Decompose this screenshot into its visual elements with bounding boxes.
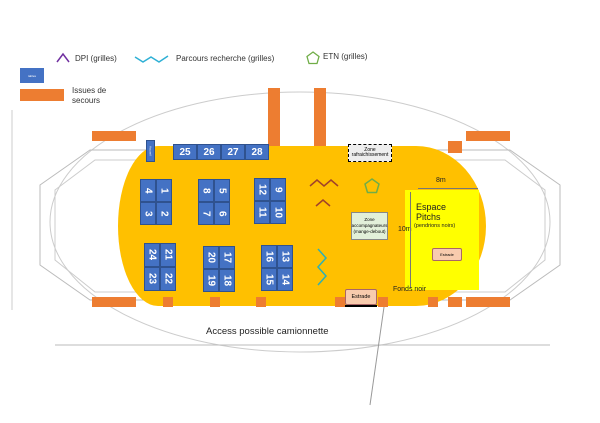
exit [163,297,173,307]
access-label: Access possible camionnette [206,326,329,337]
exit [268,88,280,146]
exit [428,297,438,307]
legend-dpi: DPI (grilles) [75,54,117,63]
table-18: 18 [219,269,235,292]
table-25: 25 [173,144,197,160]
zone-accompagnateurs: Zone accompagnateurs (mange-debout) [351,212,388,240]
table-20: 20 [203,246,219,269]
exit [448,297,462,307]
exit [466,297,510,307]
table-10: 10 [270,201,286,224]
exit [92,297,136,307]
pitch-width-label: 8m [436,177,446,184]
table-13: 13 [277,245,293,268]
table-6: 6 [214,202,230,225]
exit [314,88,326,146]
exit [256,297,266,307]
table-24: 24 [144,243,160,267]
legend-tables-box: tables [20,68,44,83]
table-2: 2 [156,202,172,225]
table-5: 5 [214,179,230,202]
espace-pitchs [405,190,479,290]
etn-grilles-icon [364,178,380,194]
accueil-desk: Accueil [146,140,155,162]
legend-exits: Issues de secours [72,86,107,105]
legend-etn: ETN (grilles) [323,52,368,61]
table-9: 9 [270,178,286,201]
pitch-width-arrow [418,188,478,189]
table-7: 7 [198,202,214,225]
table-4: 4 [140,179,156,202]
exit [448,141,462,153]
zone-rafraichissement: Zone rafraichissement [348,144,392,162]
parcours-grilles-icon [316,248,328,286]
pitch-title: Espace Pitchs [416,202,447,222]
table-3: 3 [140,202,156,225]
table-12: 12 [254,178,270,201]
table-28: 28 [245,144,269,160]
dpi-grilles-icon [309,179,339,207]
parcours-legend-icon [134,55,169,63]
fonds-noir-backdrop [345,305,377,307]
exit [92,131,136,141]
table-19: 19 [203,269,219,292]
table-22: 22 [160,267,176,291]
table-21: 21 [160,243,176,267]
fonds-noir-label: Fonds noir [393,286,427,293]
table-8: 8 [198,179,214,202]
dpi-legend-icon [56,52,70,63]
table-1: 1 [156,179,172,202]
exit [335,297,345,307]
exit [378,297,388,307]
pitch-height-label: 10m [398,226,412,233]
estrade-main: Estrade [345,289,377,305]
pitch-subtitle: (pendrions noirs) [414,223,456,229]
table-17: 17 [219,246,235,269]
table-27: 27 [221,144,245,160]
table-11: 11 [254,201,270,224]
etn-legend-icon [306,51,320,65]
table-14: 14 [277,268,293,291]
pitch-height-arrow [410,192,411,288]
estrade-pitch: Estrade [432,248,462,261]
legend-parcours: Parcours recherche (grilles) [176,54,275,63]
table-16: 16 [261,245,277,268]
exit [466,131,510,141]
table-23: 23 [144,267,160,291]
table-15: 15 [261,268,277,291]
exit [210,297,220,307]
legend-exit-swatch [20,89,64,101]
table-26: 26 [197,144,221,160]
